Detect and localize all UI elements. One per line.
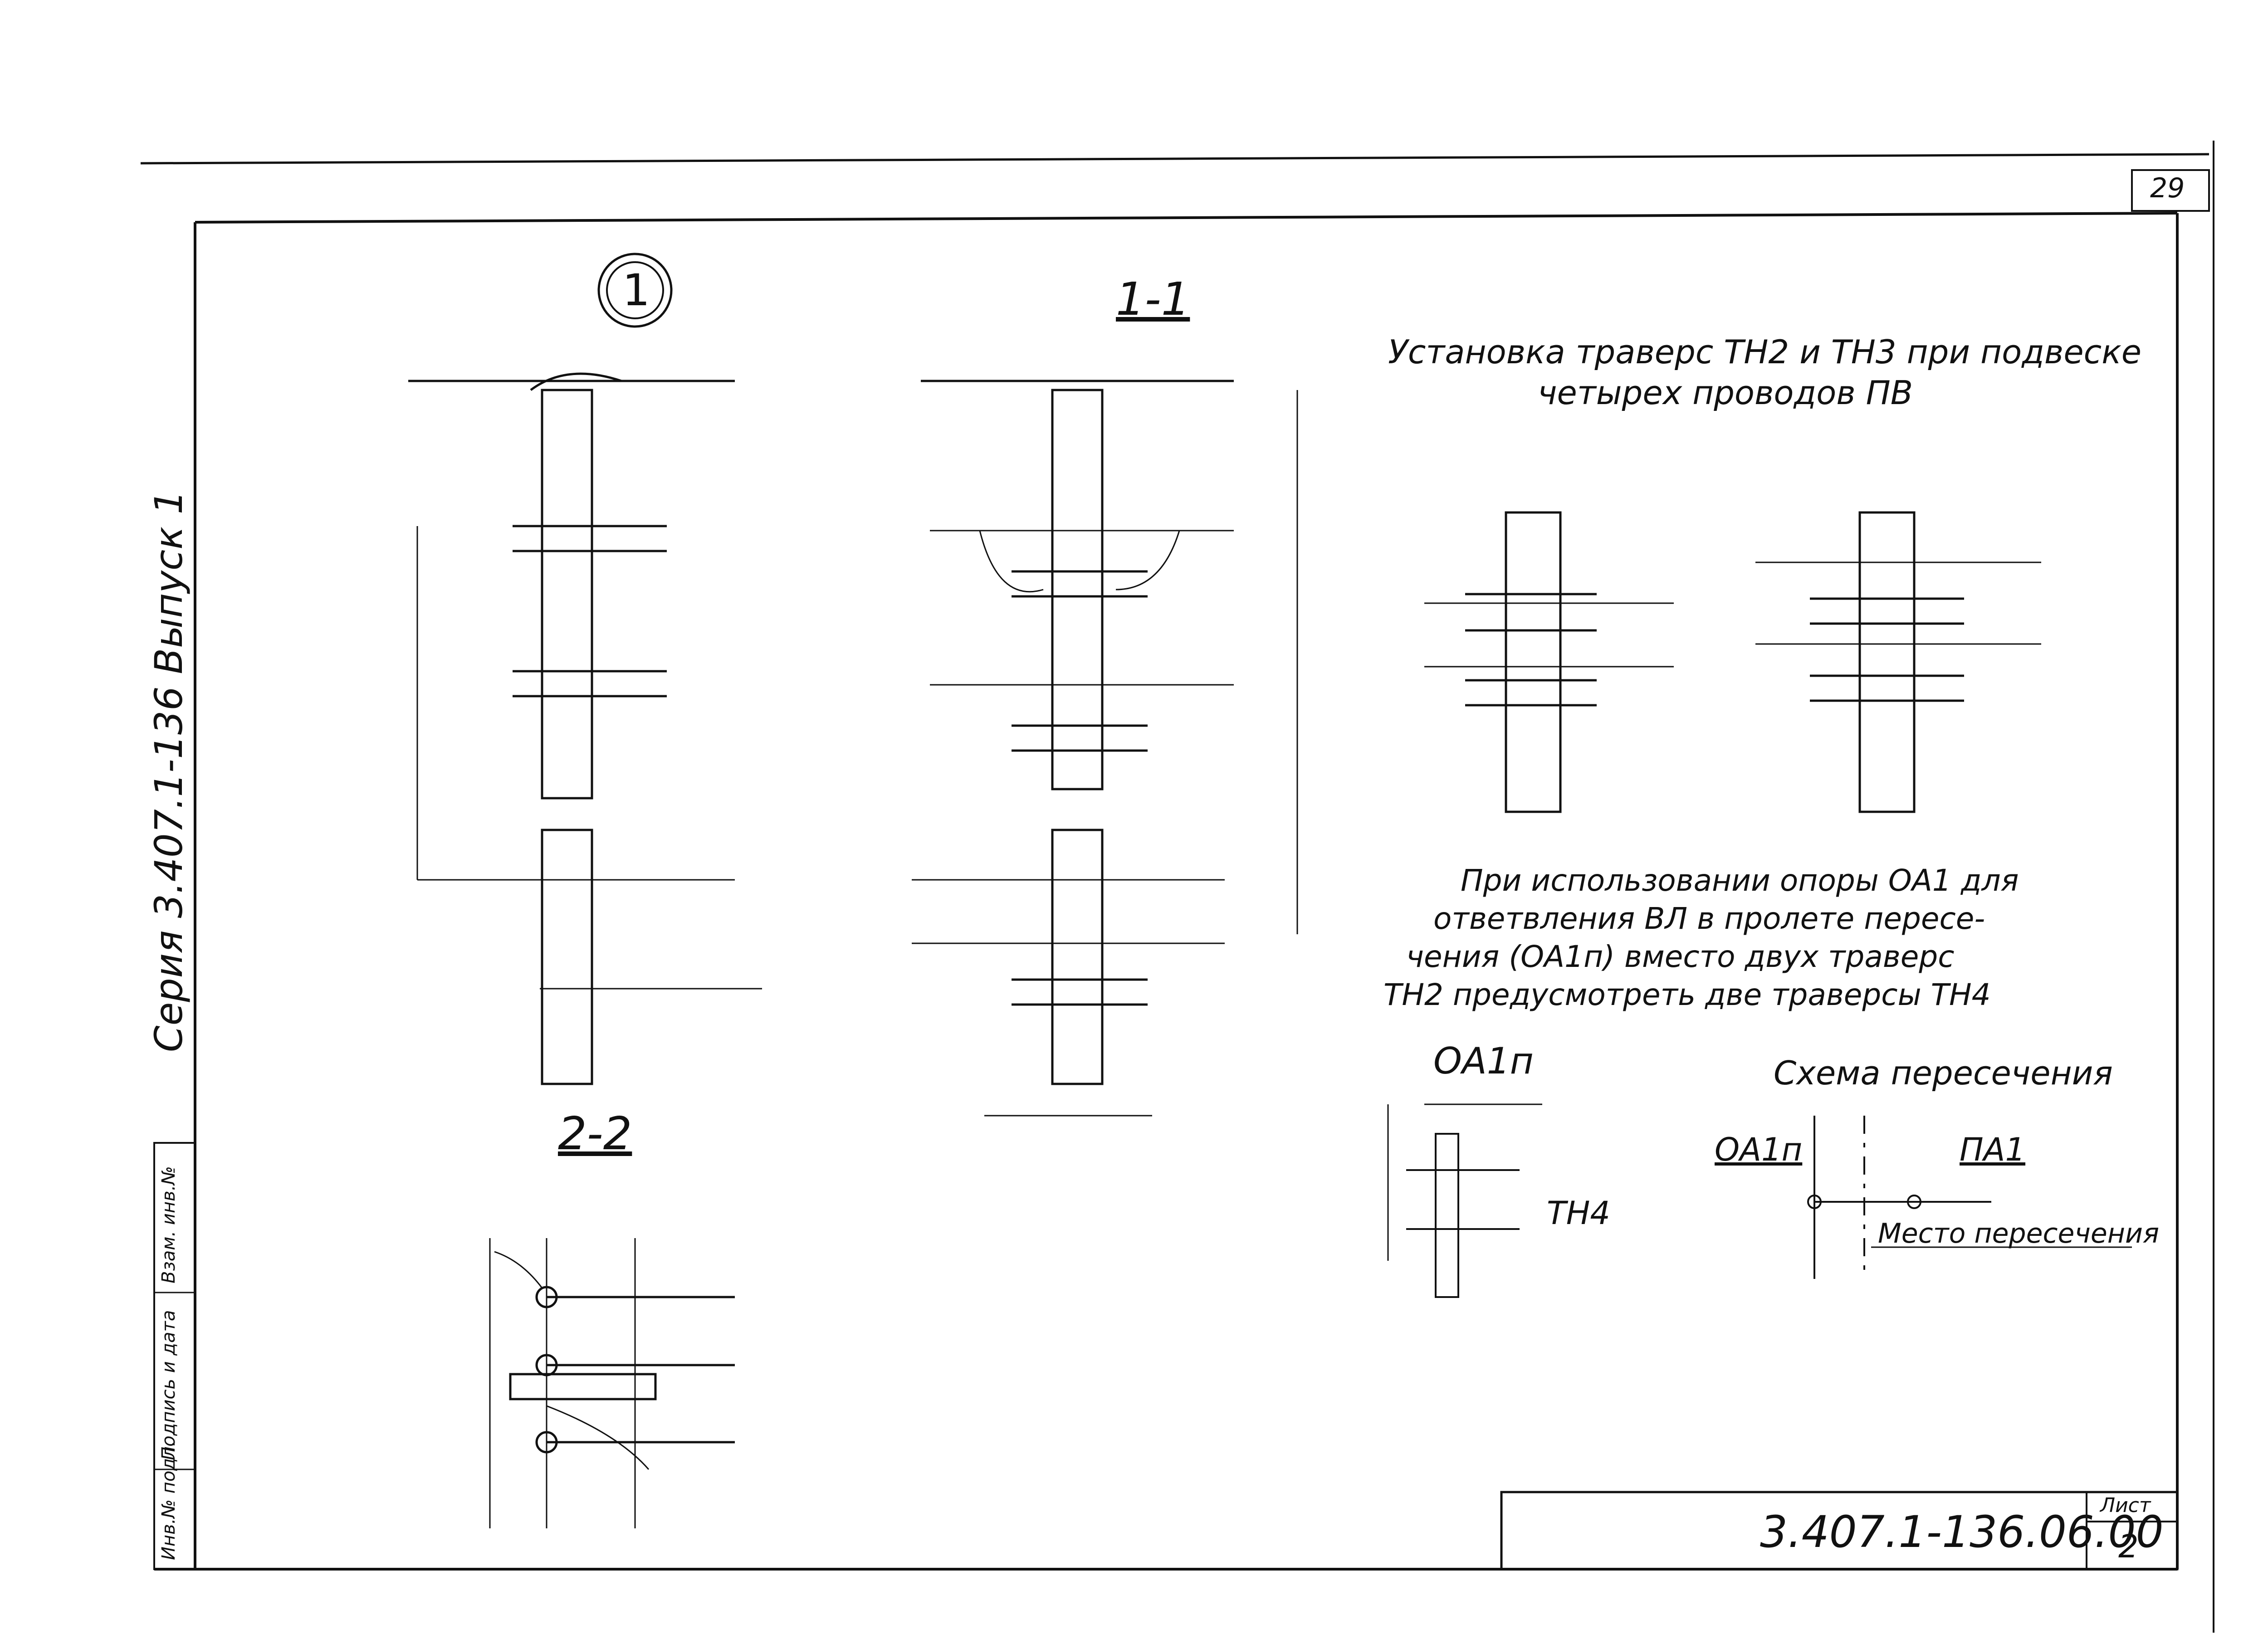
series-vertical-text: Серия 3.407.1-136 Выпуск 1	[147, 490, 191, 1052]
oa1p-part-label: ТН4	[1547, 1195, 1610, 1232]
side-stamp-cell: Взам. инв.№	[158, 1166, 179, 1283]
callout-circle	[606, 261, 664, 319]
title-block	[1500, 1491, 2179, 1571]
th-arrangement-poles	[1424, 511, 2041, 813]
crossing-left-label: ОА1п	[1715, 1131, 1803, 1168]
sheet-number: 2	[2118, 1528, 2139, 1565]
oa1-note-line-2: ответвления ВЛ в пролете пересе-	[1433, 901, 1985, 936]
crossing-scheme	[1807, 1116, 2132, 1279]
view-label-2-2: 2-2	[558, 1107, 632, 1160]
crossing-scheme-title: Схема пересечения	[1774, 1054, 2113, 1092]
section-1-1-poles	[912, 380, 1298, 1117]
view-label-1-1: 1-1	[1116, 273, 1190, 326]
section-2-2-plan	[489, 1238, 735, 1528]
callout-number: 1	[622, 265, 650, 316]
oa1-note-line-4: ТН2 предусмотреть две траверсы ТН4	[1383, 977, 1991, 1012]
document-code: 3.407.1-136.06.00	[1760, 1507, 2164, 1557]
main-title-line-1: Установка траверс ТН2 и ТН3 при подвеске	[1388, 333, 2142, 371]
side-stamp-box	[153, 1142, 196, 1570]
inner-frame-top	[195, 212, 2178, 224]
top-sheet-number: 29	[2150, 172, 2185, 204]
crossing-place-label: Место пересечения	[1878, 1218, 2160, 1249]
main-title-line-2: четырех проводов ПВ	[1538, 374, 1913, 412]
oa1-note-line-1: При использовании опоры ОА1 для	[1461, 863, 2019, 898]
oa1-note-line-3: чения (ОА1п) вместо двух траверс	[1406, 939, 1955, 974]
crossing-right-label: ПА1	[1960, 1131, 2026, 1168]
sheet-label: Лист	[2100, 1494, 2151, 1517]
main-view-poles	[408, 372, 762, 1085]
oa1p-pole	[1387, 1103, 1542, 1298]
side-stamp-cell: Подпись и дата	[158, 1310, 179, 1460]
top-border-line	[140, 153, 2209, 165]
top-sheet-box	[2131, 169, 2210, 212]
oa1p-title: ОА1п	[1433, 1040, 1534, 1082]
callout-circle	[597, 253, 673, 328]
